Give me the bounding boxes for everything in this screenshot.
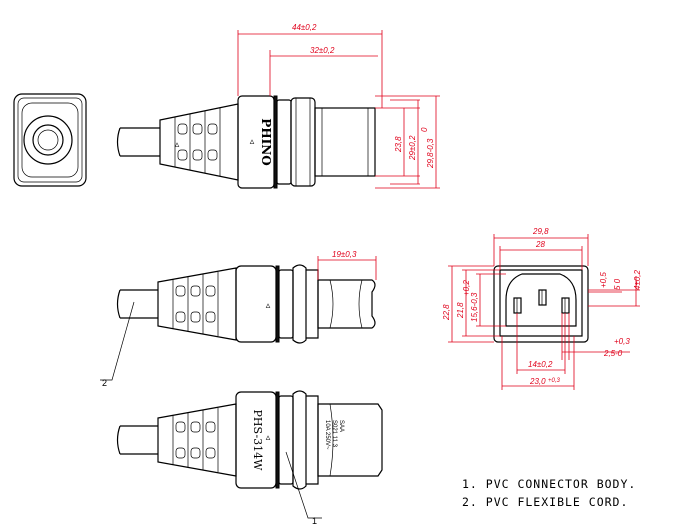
dim-face-pitch: 14±0,2 [528, 360, 553, 369]
note-1: 1. PVC CONNECTOR BODY. [462, 477, 637, 491]
dim-body: 32±0,2 [310, 46, 335, 55]
marking-line-2: S021 11 3 [331, 420, 337, 448]
dim-face-left-inner: 15,6-0,3 [470, 292, 479, 322]
dim-h3: 29,8-0,3 [426, 138, 435, 169]
dim-face-pin-tol: +0,3 [614, 337, 630, 346]
dim-face-right-a: +0,5 [599, 272, 608, 288]
dim-face-left-inner-upper: +0,2 [462, 280, 471, 296]
leader-2: 2 [102, 378, 107, 388]
dim-h2: 29±0,2 [408, 135, 417, 161]
front-face-view [13, 93, 87, 187]
face-dimension-view: 29,8 28 22,8 21,8 15,6-0,3 +0,2 +0,5 5 0… [442, 227, 642, 390]
side-view: ▵ 19±0,3 2 [100, 250, 377, 388]
svg-text:▵: ▵ [266, 300, 271, 310]
dim-face-left-mid: 21,8 [456, 302, 465, 319]
leader-1: 1 [312, 516, 317, 526]
dim-face-right-c: 4±0,2 [633, 269, 642, 290]
dim-face-bottom-tol: +0,3 [548, 378, 561, 384]
marking-line-3: 10A 250V~ [324, 420, 330, 450]
top-view: ▵ PHINO ▵ [116, 95, 376, 189]
brand-label: PHINO [259, 118, 273, 165]
dim-tip: 19±0,3 [332, 250, 357, 259]
top-view-dimensions: 44±0,2 32±0,2 23,8 29±0,2 29,8-0,3 0 [237, 23, 440, 189]
note-2: 2. PVC FLEXIBLE CORD. [462, 495, 629, 509]
dim-face-inner: 28 [535, 240, 545, 249]
dim-face-bottom: 23,0 [529, 377, 546, 386]
bottom-view: ▵ PHS-314W SAA S021 11 3 10A 250V~ 1 [116, 390, 383, 526]
rating-marking: SAA S021 11 3 10A 250V~ [324, 420, 344, 450]
dim-face-width: 29,8 [532, 227, 549, 236]
marking-line-1: SAA [338, 420, 344, 432]
dim-h1: 23,8 [394, 136, 403, 153]
dim-overall: 44±0,2 [292, 23, 317, 32]
svg-text:▵: ▵ [175, 139, 180, 149]
svg-text:▵: ▵ [250, 136, 255, 146]
dim-h3-upper: 0 [420, 127, 429, 132]
dim-face-pin: 2,5-0 [603, 349, 623, 358]
svg-text:▵: ▵ [266, 432, 271, 442]
model-label: PHS-314W [251, 410, 264, 472]
dim-face-right-b: 5 0 [613, 278, 622, 290]
dim-face-left-outer: 22,8 [442, 304, 451, 321]
